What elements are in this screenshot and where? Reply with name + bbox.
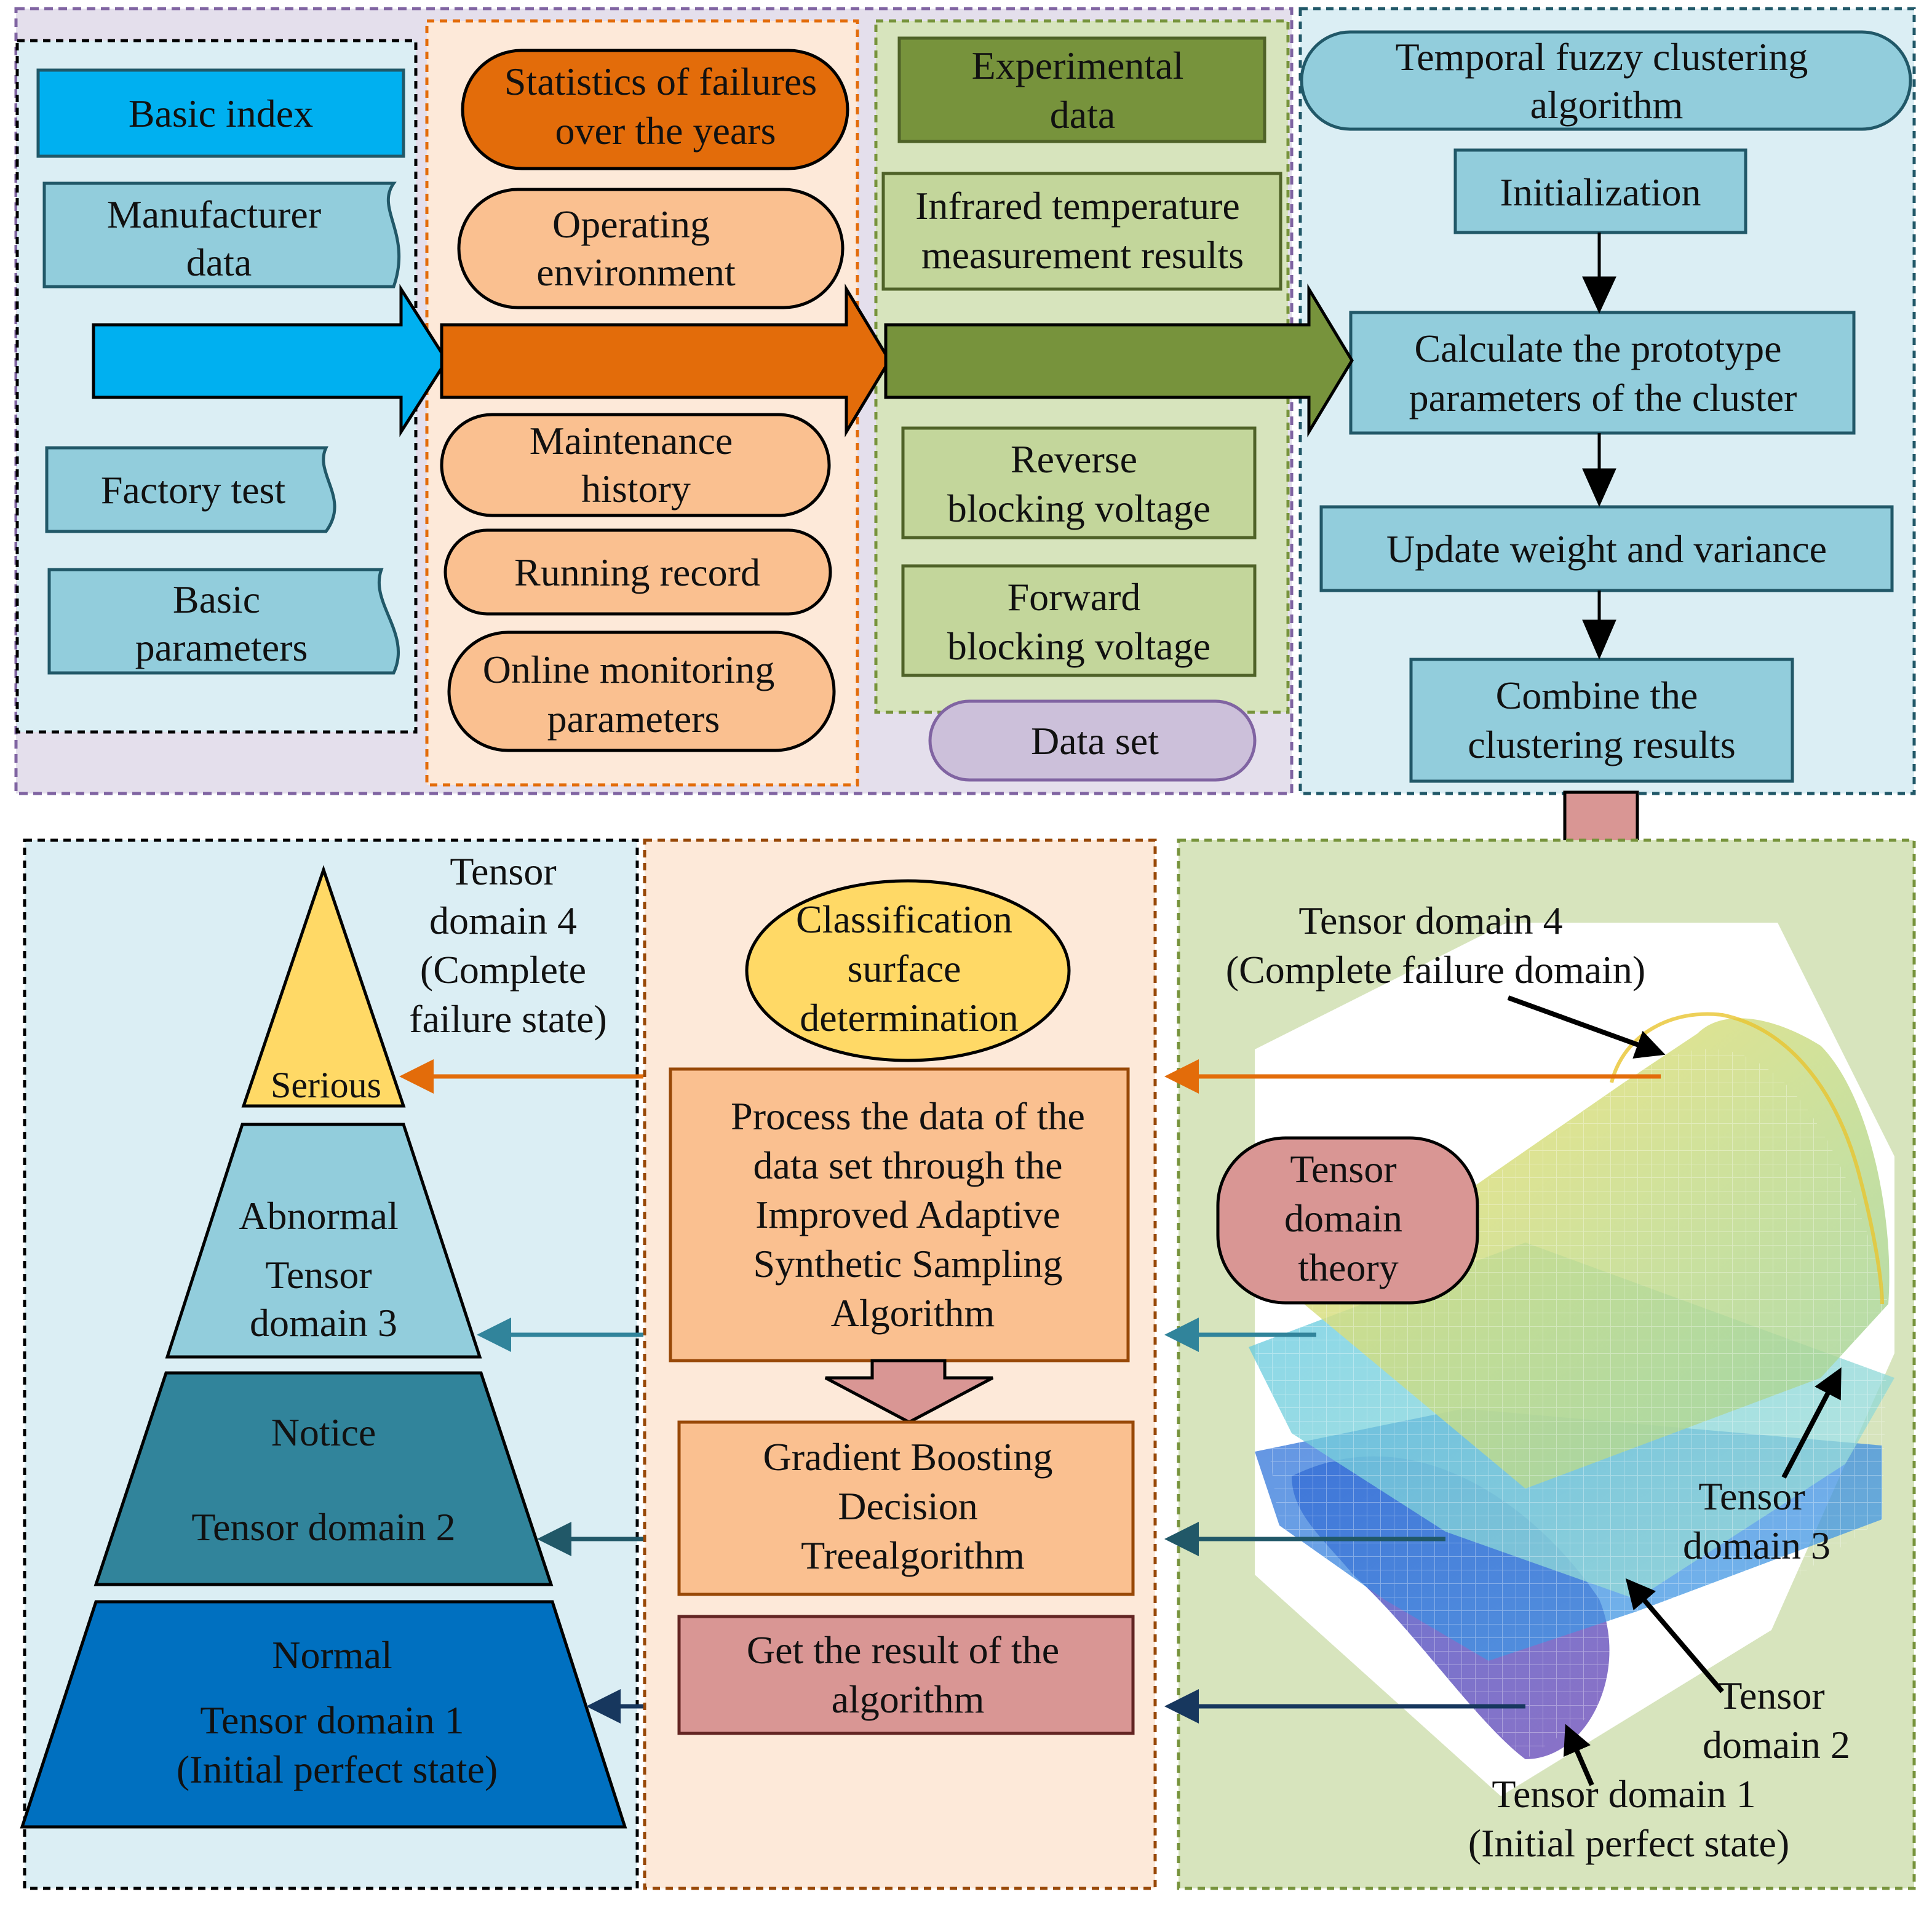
experimental-data-label: Experimental data bbox=[972, 44, 1194, 137]
plot-domain3-label: Tensor domain 3 bbox=[1683, 1474, 1831, 1567]
manufacturer-data-box bbox=[42, 181, 401, 288]
initialization-box bbox=[1453, 148, 1747, 234]
reverse-voltage-label: Reverse blocking voltage bbox=[947, 437, 1210, 530]
experimental-flow-block-arrow bbox=[884, 284, 1354, 437]
adasyn-box bbox=[669, 1067, 1130, 1362]
online-monitoring-pill bbox=[447, 630, 836, 752]
basic-parameters-box bbox=[47, 568, 400, 675]
gbdt-box bbox=[677, 1420, 1135, 1596]
update-weight-box bbox=[1319, 505, 1894, 592]
combine-results-label: Combine the clustering results bbox=[1468, 674, 1735, 766]
statistics-failures-label: Statistics of failures over the years bbox=[504, 60, 827, 153]
operating-environment-pill bbox=[457, 188, 845, 309]
factory-test-box bbox=[45, 446, 336, 533]
pyramid-notice-domain-label: Tensor domain 2 bbox=[191, 1505, 455, 1549]
running-record-pill bbox=[443, 528, 832, 616]
pyramid-normal-label: Normal bbox=[272, 1633, 392, 1677]
result-box bbox=[677, 1615, 1135, 1735]
pyramid-top-label: Tensor domain 4 (Complete failure state) bbox=[409, 849, 607, 1041]
update-weight-label: Update weight and variance bbox=[1386, 527, 1827, 571]
calculate-prototype-box bbox=[1349, 311, 1856, 435]
forward-voltage-box bbox=[901, 564, 1257, 677]
forward-voltage-label: Forward blocking voltage bbox=[947, 575, 1210, 668]
clustering-title-pill bbox=[1300, 30, 1912, 131]
data-set-label: Data set bbox=[1031, 719, 1159, 763]
infrared-results-box bbox=[881, 172, 1282, 291]
operating-environment-label: Operating environment bbox=[536, 202, 736, 294]
pyramid-normal-layer bbox=[20, 1600, 627, 1829]
plot-domain2-label: Tensor domain 2 bbox=[1703, 1674, 1850, 1767]
pyramid-notice-layer bbox=[93, 1371, 554, 1586]
adasyn-label: Process the data of the data set through… bbox=[731, 1094, 1095, 1335]
source-flow-block-arrow bbox=[92, 284, 448, 437]
result-label: Get the result of the algorithm bbox=[747, 1628, 1069, 1721]
clustering-title-label: Temporal fuzzy clustering algorithm bbox=[1396, 35, 1818, 127]
pyramid-notice-label: Notice bbox=[271, 1410, 376, 1454]
classification-oval bbox=[745, 879, 1071, 1062]
infrared-results-label: Infrared temperature measurement results bbox=[915, 184, 1250, 277]
data-set-pill bbox=[928, 699, 1257, 782]
maintenance-history-label: Maintenance history bbox=[530, 419, 743, 511]
statistics-failures-pill bbox=[461, 49, 849, 170]
online-monitoring-label: Online monitoring parameters bbox=[483, 648, 785, 741]
factory-test-label: Factory test bbox=[101, 468, 286, 512]
calculate-prototype-label: Calculate the prototype parameters of th… bbox=[1409, 327, 1797, 420]
process-down-block-arrow bbox=[824, 1359, 994, 1424]
pyramid-normal-domain-label: Tensor domain 1 (Initial perfect state) bbox=[177, 1698, 498, 1791]
pyramid-serious-layer bbox=[241, 865, 406, 1108]
initialization-label: Initialization bbox=[1500, 170, 1701, 214]
experimental-data-box bbox=[897, 36, 1266, 143]
tensor-theory-pill bbox=[1216, 1136, 1479, 1305]
tensor-theory-label: Tensor domain theory bbox=[1284, 1147, 1412, 1289]
pointer-domain1 bbox=[1563, 1724, 1594, 1786]
running-record-label: Running record bbox=[514, 551, 760, 594]
mesh-peak-ridge bbox=[1610, 1012, 1884, 1305]
reverse-voltage-box bbox=[901, 426, 1257, 539]
basic-parameters-label: Basic parameters bbox=[135, 578, 308, 669]
tensor-mesh-surfaces bbox=[1249, 1012, 1894, 1759]
mesh-grid-overlay bbox=[1255, 1049, 1888, 1759]
basic-index-label: Basic index bbox=[129, 92, 313, 135]
plot-pointer-arrows bbox=[1507, 995, 1842, 1786]
plot-domain4-label: Tensor domain 4 (Complete failure domain… bbox=[1226, 899, 1645, 992]
manufacturer-data-label: Manufacturer data bbox=[107, 193, 331, 284]
plot-domain1-label: Tensor domain 1 (Initial perfect state) bbox=[1468, 1772, 1789, 1865]
pointer-domain4 bbox=[1507, 995, 1666, 1059]
history-flow-block-arrow bbox=[440, 284, 891, 437]
maintenance-history-pill bbox=[440, 413, 831, 517]
combine-results-box bbox=[1409, 658, 1794, 783]
level-connector-arrows bbox=[399, 1059, 1661, 1724]
pointer-domain2 bbox=[1625, 1578, 1725, 1693]
classification-label: Classification surface determination bbox=[796, 897, 1022, 1040]
clustering-flow-arrows bbox=[1582, 233, 1616, 660]
pyramid-abnormal-label: Abnormal Tensor domain 3 bbox=[239, 1194, 408, 1345]
pointer-domain3 bbox=[1781, 1367, 1842, 1479]
pyramid-abnormal-layer bbox=[165, 1123, 482, 1359]
basic-index-box bbox=[36, 68, 405, 158]
pyramid-serious-label: Serious bbox=[271, 1065, 381, 1105]
gbdt-label: Gradient Boosting Decision Treealgorithm bbox=[763, 1435, 1062, 1577]
